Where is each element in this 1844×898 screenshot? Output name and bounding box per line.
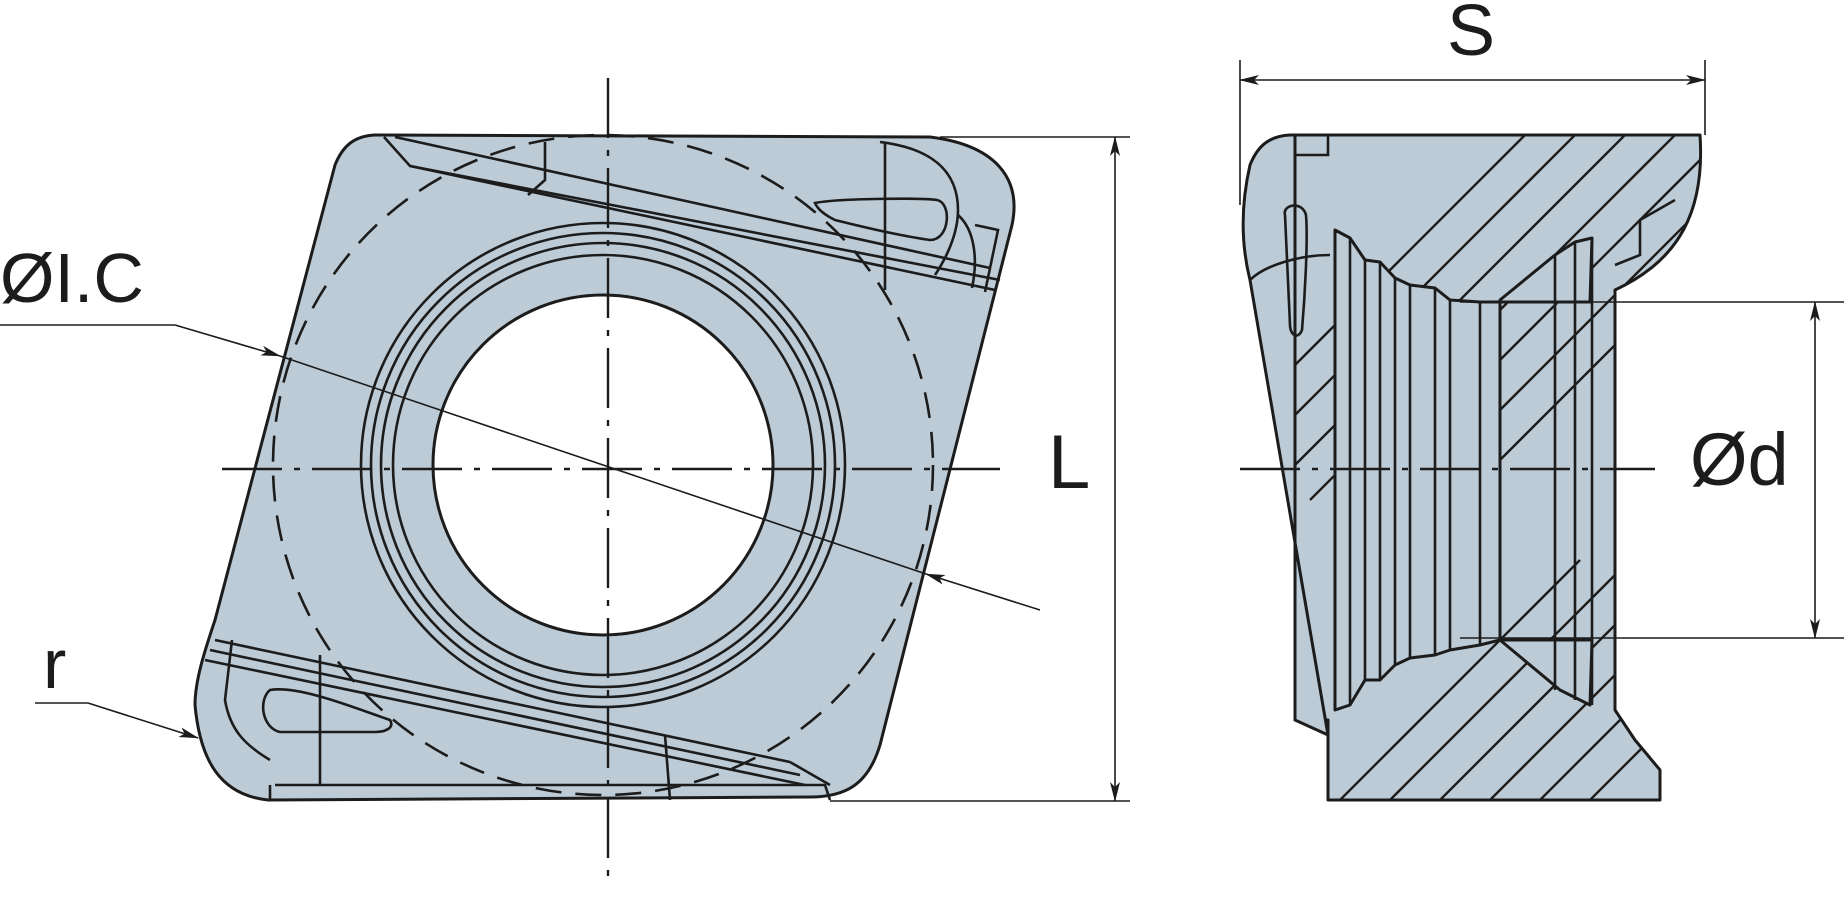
radius-dimension: r [35,625,199,739]
center-lines [222,78,1000,885]
ic-dimension: ØI.C [0,239,1041,611]
length-dimension: L [830,136,1130,802]
side-chip-groove [1283,204,1308,337]
chamfer-ring-3 [379,241,827,689]
bottom-cutting-edge [204,638,832,801]
chamfer-ring-4 [391,253,815,677]
insert-front-view [193,78,1016,885]
side-lip-line [1293,135,1330,157]
inscribed-circle [271,133,935,797]
bore-diameter-dimension: Ød [1460,301,1844,639]
chamfer-ring-2 [369,231,837,699]
insert-side-view [1240,133,1703,802]
side-groove-line [1249,253,1331,281]
thickness-dimension: S [1239,0,1706,205]
bottom-chip-groove [261,688,393,734]
top-cutting-edge [383,135,1001,293]
ic-label: ØI.C [0,239,144,317]
side-relief-line [1614,198,1676,267]
radius-label: r [43,625,66,703]
chamfer-ring-outer [359,221,847,709]
bore-diameter-label: Ød [1690,418,1789,501]
thickness-label: S [1447,0,1495,71]
top-chip-groove [813,197,949,242]
length-label: L [1048,420,1090,505]
